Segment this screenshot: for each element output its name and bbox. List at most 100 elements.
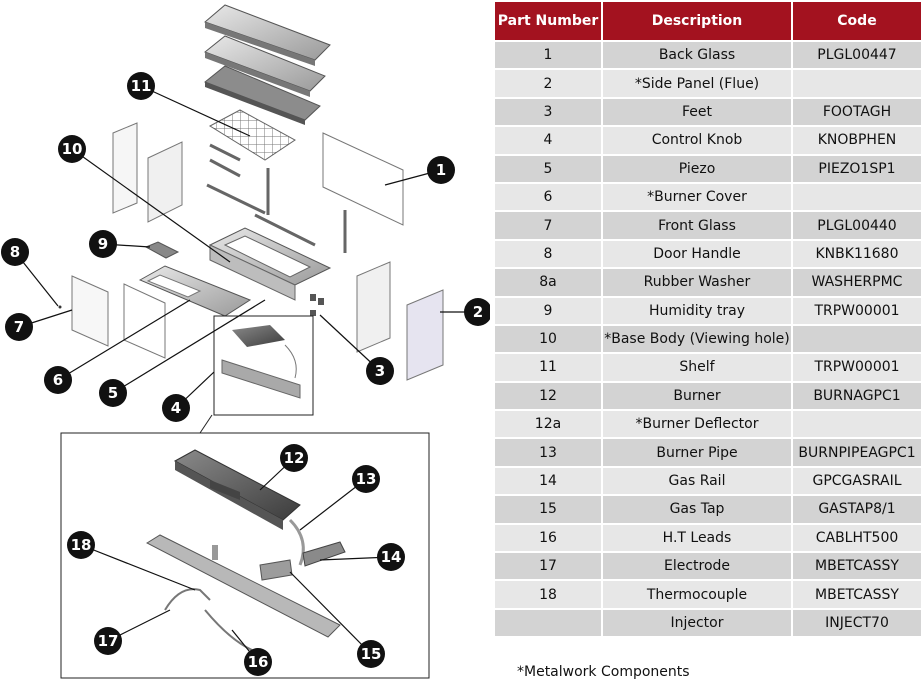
description-cell: Burner — [603, 382, 791, 410]
code-cell: GASTAP8/1 — [793, 496, 921, 523]
base-body — [208, 227, 332, 301]
callout-9: 9 — [89, 230, 117, 258]
callouts: 1 2 3 4 5 6 7 8 9 10 11 12 13 14 15 16 1… — [1, 72, 490, 676]
front-glass — [71, 275, 166, 359]
part-number-cell: 12a — [495, 411, 601, 438]
inset-connector — [199, 414, 213, 434]
code-cell: INJECT70 — [793, 609, 921, 637]
callout-6: 6 — [44, 366, 72, 394]
svg-text:7: 7 — [14, 318, 24, 336]
description-cell: Gas Rail — [603, 467, 791, 495]
callout-15: 15 — [357, 640, 385, 668]
callout-16: 16 — [244, 648, 272, 676]
description-cell: H.T Leads — [603, 524, 791, 552]
callout-17: 17 — [94, 627, 122, 655]
description-cell: *Side Panel (Flue) — [603, 70, 791, 97]
callout-18: 18 — [67, 531, 95, 559]
svg-text:6: 6 — [53, 371, 63, 389]
description-cell: Piezo — [603, 155, 791, 182]
code-cell: PLGL00440 — [793, 212, 921, 239]
code-cell — [793, 70, 921, 97]
back-glass — [322, 132, 404, 226]
svg-text:18: 18 — [71, 536, 92, 554]
side-panels — [112, 122, 391, 353]
part-number-cell: 11 — [495, 354, 601, 381]
top-panels — [203, 4, 331, 125]
svg-text:14: 14 — [381, 548, 402, 566]
part-number-cell: 9 — [495, 297, 601, 324]
code-cell: TRPW00001 — [793, 297, 921, 324]
description-cell: Shelf — [603, 354, 791, 381]
svg-text:16: 16 — [248, 653, 269, 671]
code-cell: WASHERPMC — [793, 269, 921, 296]
code-cell: MBETCASSY — [793, 581, 921, 608]
exploded-parts-diagram: 1 2 3 4 5 6 7 8 9 10 11 12 13 14 15 16 1… — [1, 4, 490, 679]
part-number-cell — [495, 609, 601, 637]
part-number-cell: 14 — [495, 467, 601, 495]
description-cell: Electrode — [603, 553, 791, 580]
code-cell: GPCGASRAIL — [793, 467, 921, 495]
part-number-cell: 3 — [495, 98, 601, 126]
description-cell: *Burner Deflector — [603, 411, 791, 438]
svg-text:9: 9 — [98, 235, 108, 253]
callout-14: 14 — [377, 543, 405, 571]
svg-text:8: 8 — [10, 243, 20, 261]
shelf-grid — [208, 109, 296, 161]
table-row: 2*Side Panel (Flue) — [495, 70, 921, 97]
description-cell: *Base Body (Viewing hole) — [603, 325, 791, 353]
door-handle-dot — [58, 305, 62, 309]
metalwork-footnote: *Metalwork Components — [517, 664, 690, 680]
svg-text:13: 13 — [356, 470, 377, 488]
part-number-cell: 6 — [495, 183, 601, 211]
part-number-cell: 8 — [495, 240, 601, 268]
code-cell: TRPW00001 — [793, 354, 921, 381]
part-number-cell: 18 — [495, 581, 601, 608]
part-number-cell: 17 — [495, 553, 601, 580]
callout-3: 3 — [366, 357, 394, 385]
callout-5: 5 — [99, 379, 127, 407]
part-number-cell: 16 — [495, 524, 601, 552]
header-code: Code — [793, 2, 921, 40]
callout-1: 1 — [427, 156, 455, 184]
description-cell: Door Handle — [603, 240, 791, 268]
part-number-cell: 10 — [495, 325, 601, 353]
code-cell — [793, 325, 921, 353]
table-header-row: Part Number Description Code — [495, 2, 921, 40]
part-number-cell: 5 — [495, 155, 601, 182]
svg-text:10: 10 — [62, 140, 83, 158]
svg-text:1: 1 — [436, 161, 446, 179]
svg-text:17: 17 — [98, 632, 119, 650]
description-cell: Front Glass — [603, 212, 791, 239]
side-panel-flue — [406, 289, 444, 381]
part-number-cell: 2 — [495, 70, 601, 97]
code-cell: FOOTAGH — [793, 98, 921, 126]
part-number-cell: 15 — [495, 496, 601, 523]
table-row: 6*Burner Cover — [495, 183, 921, 211]
header-part-number: Part Number — [495, 2, 601, 40]
control-inset — [213, 315, 314, 416]
svg-text:2: 2 — [473, 303, 483, 321]
code-cell: MBETCASSY — [793, 553, 921, 580]
code-cell: KNBK11680 — [793, 240, 921, 268]
code-cell: BURNAGPC1 — [793, 382, 921, 410]
code-cell: PIEZO1SP1 — [793, 155, 921, 182]
part-number-cell: 8a — [495, 269, 601, 296]
callout-10: 10 — [58, 135, 86, 163]
table-row: 10*Base Body (Viewing hole) — [495, 325, 921, 353]
description-cell: Gas Tap — [603, 496, 791, 523]
table-row: 12a*Burner Deflector — [495, 411, 921, 438]
description-cell: Humidity tray — [603, 297, 791, 324]
burner-cover — [138, 265, 252, 317]
